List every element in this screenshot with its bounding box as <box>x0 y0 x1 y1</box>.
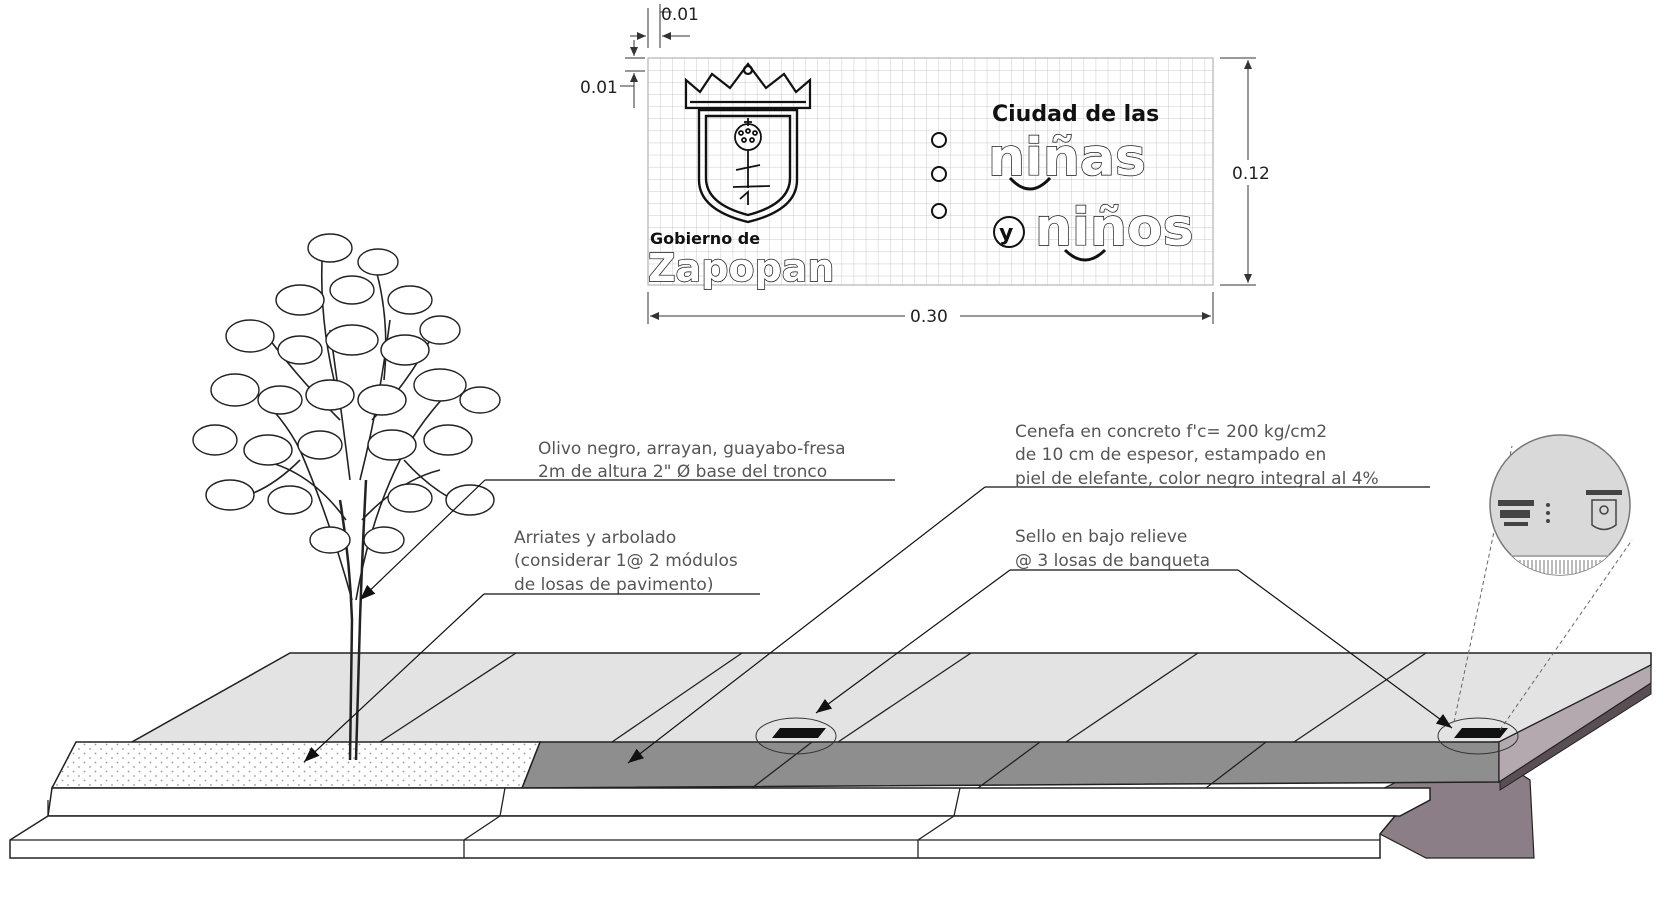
slogan-text-line1: Ciudad de las <box>992 102 1159 127</box>
logo-separator-dots <box>931 132 947 219</box>
slogan-y-circle: y <box>993 216 1025 248</box>
logo-text-gobierno: Gobierno de <box>650 229 760 248</box>
note-tree-line2: 2m de altura 2" Ø base del tronco <box>538 462 827 482</box>
slogan-text-line2: niñas <box>988 128 1146 188</box>
smile-icon <box>1008 176 1052 191</box>
slogan-text-line3: niños <box>1035 198 1194 258</box>
dimension-lines <box>620 4 1256 324</box>
note-planter-line3: de losas de pavimento) <box>514 575 713 595</box>
tree-illustration <box>192 233 501 761</box>
note-border-line3: piel de elefante, color negro integral a… <box>1015 469 1379 489</box>
stamp-mark-1 <box>755 717 837 755</box>
stamp-mark-2 <box>1437 717 1519 755</box>
logo-text-zapopan: Zapopan <box>648 246 834 290</box>
crown-icon <box>684 62 812 110</box>
planter-area <box>50 741 542 789</box>
smile-icon-2 <box>1063 248 1107 262</box>
sidewalk-assembly <box>9 652 1652 859</box>
note-stamp-line2: @ 3 losas de banqueta <box>1015 551 1210 571</box>
logo-panel: Gobierno de Zapopan Ciudad de las niñas … <box>647 57 1214 291</box>
dim-left-offset: 0.01 <box>580 78 618 98</box>
shield-icon <box>697 108 799 224</box>
dim-height: 0.12 <box>1232 164 1270 184</box>
border-strip <box>520 741 1500 789</box>
logo-grid <box>647 57 1214 286</box>
curb-lower <box>9 815 1397 859</box>
tree-emblem-icon <box>732 118 771 205</box>
curb-upper <box>47 787 1431 817</box>
note-border-line2: de 10 cm de espesor, estampado en <box>1015 445 1326 465</box>
note-tree-line1: Olivo negro, arrayan, guayabo-fresa <box>538 439 846 459</box>
note-planter-line1: Arriates y arbolado <box>514 528 676 548</box>
note-border-line1: Cenefa en concreto f'c= 200 kg/cm2 <box>1015 422 1327 442</box>
note-stamp-line1: Sello en bajo relieve <box>1015 527 1187 547</box>
dim-width: 0.30 <box>910 307 948 327</box>
slogan-text-y: y <box>999 221 1013 246</box>
dim-top-offset: 0.01 <box>661 5 699 25</box>
note-planter-line2: (considerar 1@ 2 módulos <box>514 551 738 571</box>
leader-lines <box>303 479 1453 764</box>
